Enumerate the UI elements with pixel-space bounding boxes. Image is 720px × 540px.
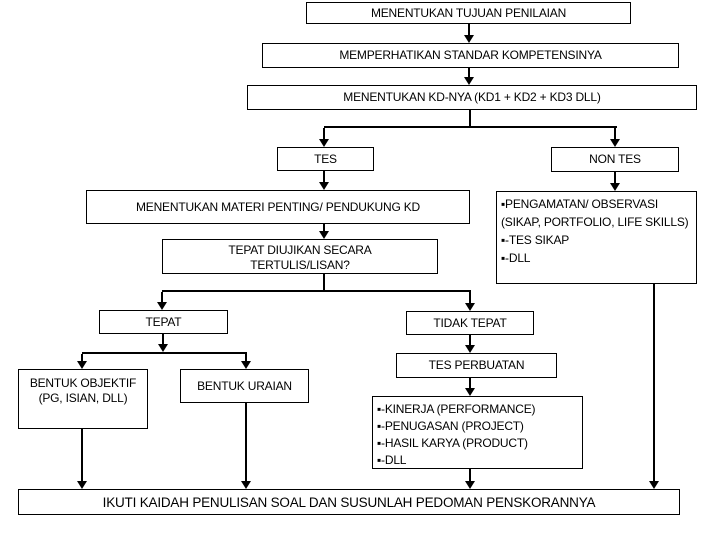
connector-objektif-kaidah [81,429,83,481]
list-item: ▪PENGAMATAN/ OBSERVASI (SIKAP, PORTFOLIO… [501,197,689,229]
list-item: ▪-DLL [501,251,531,265]
connector-standar-kd [468,67,470,77]
node-menentukan-tujuan-penilaian: MENENTUKAN TUJUAN PENILAIAN [306,2,631,24]
connector-branch-tidaktepat [469,292,471,303]
arrowhead-down-icon [158,344,168,352]
list-item: ▪-TES SIKAP [501,233,570,247]
node-tidak-tepat: TIDAK TEPAT [406,311,534,335]
arrowhead-down-icon [319,139,329,147]
arrowhead-down-icon [465,388,475,396]
node-ikuti-kaidah-penulisan-soal: IKUTI KAIDAH PENULISAN SOAL DAN SUSUNLAH… [18,489,680,515]
node-line: BENTUK OBJEKTIF [29,376,137,390]
node-tes: TES [277,147,374,171]
node-line: TERTULIS/LISAN? [250,258,350,272]
node-non-tes: NON TES [551,147,679,172]
arrowhead-down-icon [77,361,87,369]
arrowhead-down-icon [610,139,620,147]
connector-materi-tepatdiujikan [323,224,325,231]
arrowhead-down-icon [157,302,167,310]
arrowhead-down-icon [77,481,87,489]
arrowhead-down-icon [465,481,475,489]
list-item: ▪-KINERJA (PERFORMANCE) [377,402,536,416]
node-non-tes-detail-list: ▪PENGAMATAN/ OBSERVASI (SIKAP, PORTFOLIO… [496,191,697,284]
arrowhead-down-icon [610,183,620,191]
node-bentuk-objektif: BENTUK OBJEKTIF (PG, ISIAN, DLL) [18,369,148,429]
arrowhead-down-icon [649,481,659,489]
arrowhead-down-icon [465,303,475,311]
node-line: TEPAT DIUJIKAN SECARA [228,243,372,257]
connector-branch-uraian [245,354,247,361]
connector-branch-objektif [81,354,83,361]
node-menentukan-materi-penting: MENENTUKAN MATERI PENTING/ PENDUKUNG KD [86,190,470,224]
connector-perbuatan-detail [469,378,471,388]
node-bentuk-uraian: BENTUK URAIAN [180,369,309,403]
connector-kd-branch [324,126,617,128]
connector-tujuan-standar [468,24,470,36]
connector-branch-tes [323,128,325,139]
connector-perbuatandetail-kaidah [469,469,471,481]
arrowhead-down-icon [241,361,251,369]
connector-branch-tepat [161,292,163,302]
node-tepat-diujikan-tertulis-lisan: TEPAT DIUJIKAN SECARA TERTULIS/LISAN? [162,239,438,274]
arrowhead-down-icon [241,481,251,489]
node-tepat: TEPAT [99,310,228,334]
arrowhead-down-icon [319,231,329,239]
connector-tepat-branch [162,290,471,292]
node-line: (PG, ISIAN, DLL) [38,391,128,405]
connector-bentuk-branch [82,352,247,354]
connector-tepat-stem [162,334,164,344]
arrowhead-down-icon [464,35,474,43]
list-item: ▪-DLL [377,453,407,467]
arrowhead-down-icon [319,182,329,190]
connector-tepatdiujikan-stem [323,274,325,292]
connector-nontesdetail-kaidah [653,284,655,481]
connector-uraian-kaidah [245,403,247,481]
list-item: ▪-HASIL KARYA (PRODUCT) [377,436,528,450]
arrowhead-down-icon [464,77,474,85]
node-tes-perbuatan-detail-list: ▪-KINERJA (PERFORMANCE) ▪-PENUGASAN (PRO… [372,396,583,469]
arrowhead-down-icon [465,345,475,353]
node-menentukan-kd: MENENTUKAN KD-NYA (KD1 + KD2 + KD3 DLL) [247,85,697,110]
connector-tes-materi [323,171,325,182]
node-tes-perbuatan: TES PERBUATAN [396,353,557,378]
list-item: ▪-PENUGASAN (PROJECT) [377,419,524,433]
connector-tidaktepat-perbuatan [469,335,471,345]
connector-kd-branch-stem [469,110,471,127]
node-memperhatikan-standar-kompetensi: MEMPERHATIKAN STANDAR KOMPETENSINYA [262,43,679,68]
connector-nontes-detail [614,172,616,183]
connector-branch-nontes [614,128,616,139]
